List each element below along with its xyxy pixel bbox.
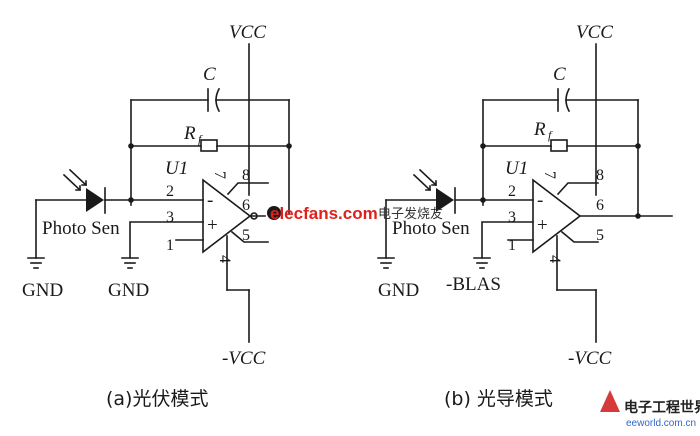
eeworld-logo-icon [600, 390, 620, 412]
right-arrowhead-1 [425, 185, 431, 191]
eeworld-url-text: eeworld.com.cn [626, 418, 696, 429]
right-junction-in [480, 197, 486, 203]
right-arrowhead-2 [431, 180, 437, 186]
right-gnd1-label: GND [378, 280, 419, 301]
left-cap-label: C [203, 64, 216, 85]
right-circuit: VCC C R f U1 2 3 1 8 6 5 7 4 - + Photo S… [377, 22, 673, 410]
left-plus-label: + [207, 215, 218, 236]
eeworld-watermark: 电子工程世界 eeworld.com.cn [600, 390, 700, 429]
right-junction-out [635, 213, 641, 219]
left-gnd2-label: GND [108, 280, 149, 301]
right-photodiode-icon [436, 188, 454, 212]
right-pin6-label: 6 [596, 197, 604, 214]
left-pin5-wire [230, 230, 269, 243]
right-plus-wire [481, 221, 534, 259]
right-pin8-label: 8 [596, 167, 604, 184]
right-minus-label: - [537, 190, 543, 211]
left-opamp [202, 178, 252, 254]
right-pin4-label: 4 [546, 255, 563, 263]
right-cap-label: C [553, 64, 566, 85]
left-vee-label: -VCC [222, 348, 266, 369]
elecfans-cn-text: 电子发烧友 [378, 206, 443, 222]
left-pin5-label: 5 [242, 227, 250, 244]
left-res-subscript: f [198, 132, 203, 146]
right-opamp [532, 178, 582, 254]
left-arrowhead-2 [81, 180, 87, 186]
left-vcc-label: VCC [229, 22, 266, 43]
right-caption: (b) 光导模式 [444, 388, 553, 410]
eeworld-cn-text: 电子工程世界 [624, 399, 700, 416]
elecfans-logo-icon [267, 206, 281, 220]
right-resistor [550, 139, 568, 152]
right-junction-left [480, 143, 486, 149]
left-junction-left [128, 143, 134, 149]
right-pin1-label: 1 [508, 237, 516, 254]
right-junction-rf [635, 143, 641, 149]
right-pin5-wire [560, 230, 599, 243]
right-pin7-label: 7 [541, 171, 558, 179]
elecfans-watermark: elecfans.com 电子发烧友 [267, 204, 443, 223]
left-junction-in [128, 197, 134, 203]
left-res-label: R [183, 123, 196, 144]
elecfans-site-text: elecfans.com [270, 204, 378, 223]
left-gnd1-label: GND [22, 280, 63, 301]
right-pin3-label: 3 [508, 209, 516, 226]
left-pin8-label: 8 [242, 167, 250, 184]
left-light-arrow-1 [62, 173, 82, 192]
left-u1-label: U1 [165, 158, 188, 179]
left-sensor-label: Photo Sen [42, 218, 120, 239]
right-res-subscript: f [548, 128, 553, 142]
left-circuit: VCC C R f U1 2 3 1 8 6 5 7 4 - + Photo S… [22, 22, 292, 410]
left-minus-label: - [207, 190, 213, 211]
right-light-arrow-2 [418, 168, 438, 187]
right-plus-label: + [537, 215, 548, 236]
right-vee-label: -VCC [568, 348, 612, 369]
left-light-arrow-2 [68, 168, 88, 187]
right-vcc-label: VCC [576, 22, 613, 43]
left-pin4-label: 4 [216, 255, 233, 263]
right-res-label: R [533, 119, 546, 140]
left-resistor [200, 139, 218, 152]
left-plus-wire [129, 221, 204, 259]
right-pin5-label: 5 [596, 227, 604, 244]
right-bias-label: -BLAS [446, 274, 501, 295]
left-junction-rf [286, 143, 292, 149]
left-pin2-label: 2 [166, 183, 174, 200]
left-pin3-label: 3 [166, 209, 174, 226]
right-pin8-wire [556, 182, 599, 196]
left-pin6-label: 6 [242, 197, 250, 214]
right-light-arrow-1 [412, 173, 432, 192]
right-u1-label: U1 [505, 158, 528, 179]
left-pin1-label: 1 [166, 237, 174, 254]
left-output-node [250, 212, 258, 220]
left-caption: (a)光伏模式 [106, 388, 208, 410]
left-arrowhead-1 [75, 185, 81, 191]
right-sensor-label: Photo Sen [392, 218, 470, 239]
left-pin7-label: 7 [211, 171, 228, 179]
right-pin2-label: 2 [508, 183, 516, 200]
left-photodiode-icon [86, 188, 104, 212]
left-pin8-wire [226, 182, 269, 196]
